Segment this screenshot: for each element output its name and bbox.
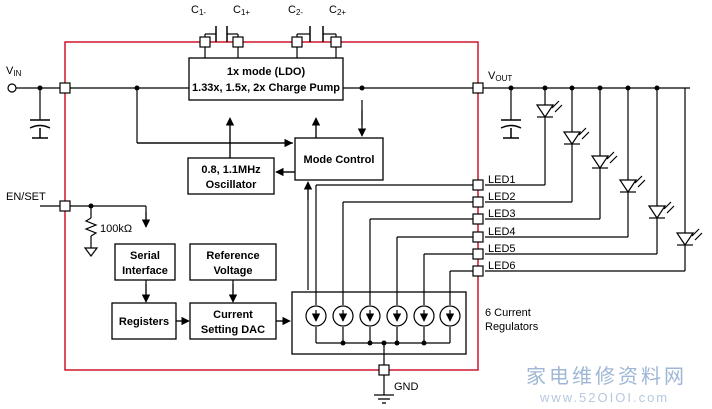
mode-control-label: Mode Control <box>304 154 375 166</box>
registers-label: Registers <box>119 316 169 328</box>
pin-pads <box>59 36 484 376</box>
current-source-1-icon <box>305 305 327 327</box>
led-4-icon <box>618 175 646 200</box>
led-5-icon <box>647 201 675 226</box>
serial-line1: Serial <box>130 250 160 262</box>
wiring <box>16 33 690 395</box>
flying-capacitor-c1 <box>215 26 228 42</box>
watermark-cn: 家电维修资料网 <box>526 364 687 388</box>
led-1-icon <box>535 100 563 125</box>
dac-line1: Current <box>213 309 253 321</box>
serial-interface-block: Serial Interface <box>114 243 176 281</box>
mode-control-block: Mode Control <box>294 137 384 181</box>
serial-line2: Interface <box>122 265 168 277</box>
vout-label: VOUT <box>488 70 512 83</box>
led1-pin-label: LED1 <box>488 174 516 186</box>
vin-label: VIN <box>6 65 22 78</box>
watermark-url: www.52OIOI.com <box>539 390 669 405</box>
c2-plus-label: C2+ <box>329 4 346 17</box>
registers-block: Registers <box>111 302 177 340</box>
signal-arrows <box>137 110 367 326</box>
oscillator-line2: Oscillator <box>206 179 257 191</box>
current-regulators-block <box>291 291 467 355</box>
dac-block: Current Setting DAC <box>189 302 277 340</box>
flying-capacitor-c2 <box>309 26 324 42</box>
current-source-3-icon <box>359 305 381 327</box>
current-source-5-icon <box>413 305 435 327</box>
resistor-label: 100kΩ <box>100 223 132 235</box>
reference-line1: Reference <box>206 250 259 262</box>
gnd-label: GND <box>394 381 419 393</box>
led3-pin-label: LED3 <box>488 208 516 220</box>
led5-pin-label: LED5 <box>488 243 516 255</box>
regulators-label-line2: Regulators <box>485 321 539 333</box>
junction-dots <box>37 85 660 346</box>
gnd-symbol <box>374 394 394 404</box>
oscillator-block: 0.8, 1.1MHz Oscillator <box>187 157 275 195</box>
led-3-icon <box>590 151 618 176</box>
input-capacitor <box>29 119 51 139</box>
led2-pin-label: LED2 <box>488 191 516 203</box>
c2-minus-label: C2- <box>288 4 303 17</box>
charge-pump-line1: 1x mode (LDO) <box>227 66 306 78</box>
led4-pin-label: LED4 <box>488 226 516 238</box>
reference-voltage-block: Reference Voltage <box>189 243 277 281</box>
regulators-label-line1: 6 Current <box>485 307 531 319</box>
current-source-6-icon <box>439 305 461 327</box>
en-set-label: EN/SET <box>6 191 46 203</box>
led6-pin-label: LED6 <box>488 260 516 272</box>
charge-pump-block: 1x mode (LDO) 1.33x, 1.5x, 2x Charge Pum… <box>188 57 344 101</box>
vin-terminal <box>7 83 17 93</box>
resistor-100k <box>83 217 99 257</box>
reference-line2: Voltage <box>214 265 253 277</box>
c1-minus-label: C1- <box>191 4 206 17</box>
charge-pump-line2: 1.33x, 1.5x, 2x Charge Pump <box>192 82 340 94</box>
led-2-icon <box>562 127 590 152</box>
oscillator-line1: 0.8, 1.1MHz <box>201 164 261 176</box>
output-capacitor <box>500 119 522 139</box>
led-6-icon <box>675 228 703 253</box>
led-string <box>535 100 703 253</box>
dac-line2: Setting DAC <box>201 324 265 336</box>
current-source-4-icon <box>386 305 408 327</box>
current-source-2-icon <box>332 305 354 327</box>
c1-plus-label: C1+ <box>233 4 250 17</box>
